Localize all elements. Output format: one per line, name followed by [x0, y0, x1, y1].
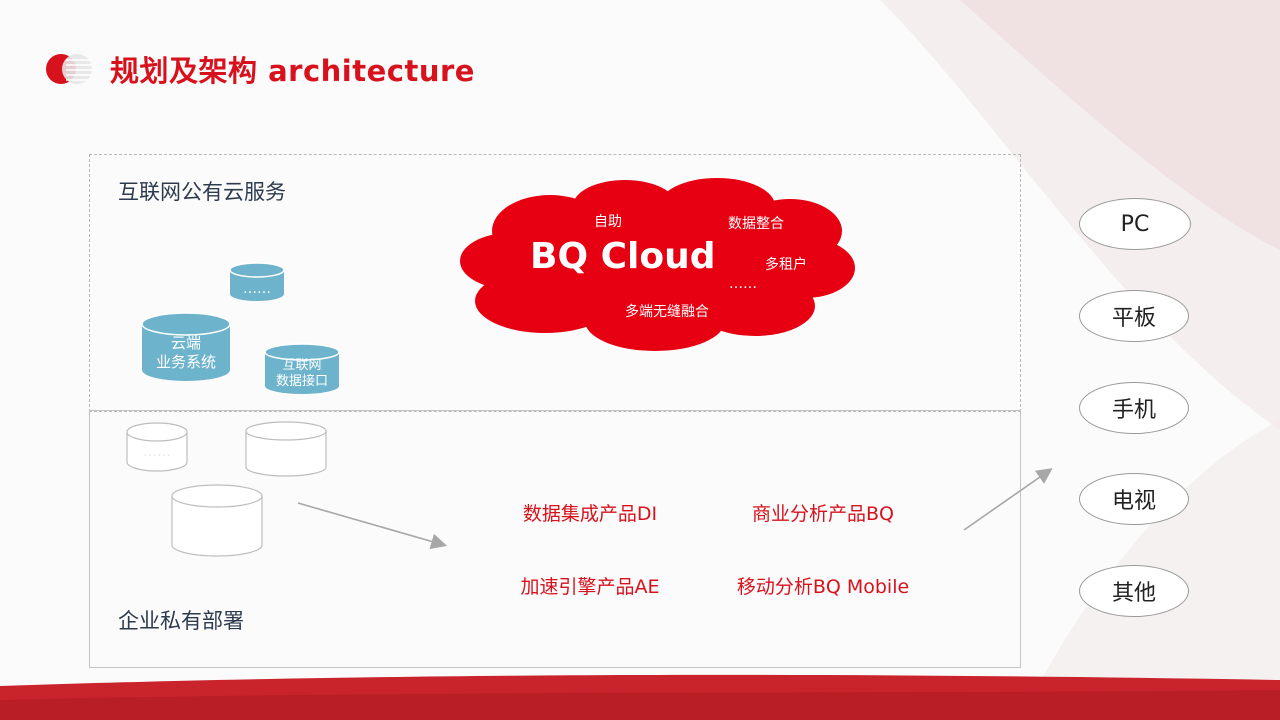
cloud-data-integration: 数据整合: [728, 216, 784, 232]
product-di: 数据集成产品DI: [522, 503, 658, 525]
cylinder-dots: ……: [229, 262, 285, 302]
database-icon: [126, 422, 188, 472]
private-deploy-label: 企业私有部署: [118, 609, 244, 633]
cloud-title: BQ Cloud: [530, 236, 716, 277]
product-mobile: 移动分析BQ Mobile: [736, 576, 910, 598]
arrow-to-products: [297, 502, 448, 550]
device-tablet: 平板: [1079, 290, 1189, 342]
device-pc: PC: [1079, 198, 1191, 250]
cylinder-cloud-system: 云端 业务系统: [141, 310, 231, 382]
cloud-self-service: 自助: [594, 214, 622, 230]
cylinder-internet-api: 互联网 数据接口: [264, 343, 340, 395]
device-other: 其他: [1079, 565, 1189, 617]
public-cloud-label: 互联网公有云服务: [118, 180, 286, 204]
private-deploy-section: [89, 410, 1021, 668]
cloud-multi-tenant: 多租户: [765, 257, 807, 273]
private-cylinder-system: [171, 483, 263, 557]
database-icon: [141, 312, 231, 381]
cylinder-cloud-system-label: 云端 业务系统: [155, 334, 216, 371]
page-title: 规划及架构 architecture: [110, 54, 475, 88]
database-icon: [264, 343, 340, 394]
cylinder-internet-api-label: 互联网 数据接口: [275, 358, 328, 389]
cylinder-dots-label: ……: [243, 281, 271, 297]
public-cloud-section: [89, 154, 1021, 412]
product-bq: 商业分析产品BQ: [752, 503, 894, 525]
bq-cloud-shape: [460, 178, 855, 351]
device-tv: 电视: [1079, 473, 1189, 525]
database-icon: [171, 484, 263, 557]
private-cylinder-dots: ……: [126, 422, 188, 472]
logo-icon: [46, 54, 92, 84]
database-icon: [245, 421, 327, 477]
private-cylinder-api: [245, 421, 327, 477]
product-ae: 加速引擎产品AE: [520, 576, 660, 598]
arrow-to-devices: [963, 468, 1053, 531]
cloud-seamless: 多端无缝融合: [625, 304, 709, 320]
database-icon: [229, 262, 285, 301]
device-phone: 手机: [1079, 382, 1189, 434]
private-cylinder-dots-label: ……: [143, 444, 171, 460]
cloud-more: ……: [729, 276, 757, 292]
